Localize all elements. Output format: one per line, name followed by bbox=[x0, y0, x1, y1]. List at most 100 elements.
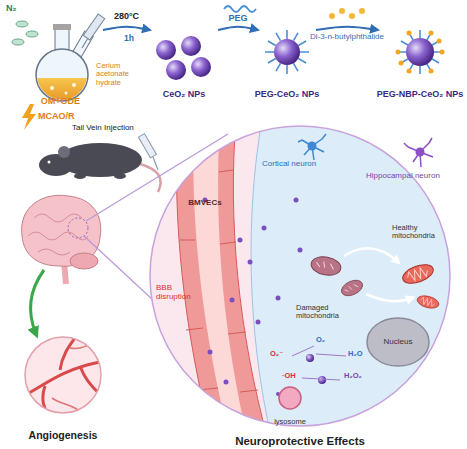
node-label: lysosome bbox=[274, 418, 306, 426]
damaged-mitochondrion bbox=[339, 277, 365, 299]
syringe bbox=[138, 134, 156, 158]
annotation-label: Cortical neuron bbox=[262, 160, 316, 169]
node-label: Nucleus bbox=[384, 338, 413, 347]
healthy-mitochondrion bbox=[416, 294, 441, 311]
mitochondrion bbox=[400, 261, 436, 287]
annotation-label: Hippocampal neuron bbox=[366, 172, 440, 181]
annotation-label: H₂O bbox=[348, 350, 363, 358]
vessel-wall bbox=[176, 120, 268, 440]
particle bbox=[166, 60, 186, 80]
node-shape bbox=[150, 126, 450, 426]
nbp-dot bbox=[339, 8, 345, 14]
flask-node: OM+ODE bbox=[18, 10, 103, 107]
edge-label: Di-3-n-butylphthalide bbox=[310, 33, 384, 42]
cortical-neuron-icon bbox=[298, 134, 326, 160]
needle bbox=[153, 157, 158, 170]
nbp-dot bbox=[329, 13, 335, 19]
nbp-dot bbox=[349, 13, 355, 19]
mouse-ear bbox=[58, 146, 70, 158]
nbp-nanoparticle: PEG-NBP-CeO₂ NPs bbox=[378, 22, 462, 100]
dendrites bbox=[298, 134, 326, 160]
node-label: BMVECs bbox=[188, 199, 221, 208]
nanoparticle bbox=[318, 376, 326, 384]
annotation-label: Healthy mitochondria bbox=[392, 224, 450, 241]
angiogenesis-circle: Angiogenesis bbox=[15, 337, 111, 442]
annotation-label: MCAO/R bbox=[38, 112, 75, 122]
annotation-label: N₂ bbox=[6, 4, 17, 14]
mouse-eye bbox=[48, 161, 51, 164]
nbp-dot bbox=[399, 61, 404, 66]
mitochondrion bbox=[339, 277, 365, 299]
bubble bbox=[50, 86, 54, 90]
nbp-dot bbox=[359, 8, 365, 14]
peg-particle bbox=[265, 30, 309, 74]
ceo2-particles bbox=[156, 36, 211, 80]
vessels bbox=[25, 338, 101, 414]
edge-label: 280°C bbox=[114, 12, 139, 22]
cerebellum bbox=[70, 253, 98, 269]
repair-arrow bbox=[344, 248, 398, 262]
stopper bbox=[53, 24, 71, 30]
brain bbox=[22, 195, 101, 284]
syringe bbox=[83, 14, 104, 40]
peg-nanoparticle: PEG-CeO₂ NPs bbox=[258, 22, 316, 100]
nbp-dots bbox=[329, 8, 365, 19]
nanoparticle bbox=[262, 226, 267, 231]
particle bbox=[156, 40, 176, 60]
cell-junctions bbox=[179, 170, 258, 392]
lysosome-shape: lysosome bbox=[262, 386, 318, 426]
nbp-dot bbox=[407, 69, 412, 74]
node-label: PEG-NBP-CeO₂ NPs bbox=[377, 90, 464, 100]
repair-arrow bbox=[366, 294, 412, 301]
dendrites bbox=[404, 138, 433, 167]
node-outline bbox=[15, 337, 111, 442]
soma bbox=[416, 148, 425, 157]
nanoparticle bbox=[276, 296, 281, 301]
node-shape bbox=[367, 318, 429, 366]
nucleus-shape: Nucleus bbox=[366, 316, 430, 368]
particle bbox=[406, 38, 434, 66]
flask-bulb bbox=[36, 49, 88, 101]
soma bbox=[308, 142, 317, 151]
damaged-mitochondrion bbox=[310, 255, 343, 278]
node-label: Angiogenesis bbox=[29, 430, 98, 442]
process-arrow bbox=[316, 27, 378, 30]
node-label: Neuroprotective Effects bbox=[235, 435, 365, 448]
new-vessels bbox=[52, 340, 95, 410]
nanoparticle-group: CeO₂ NPs bbox=[150, 22, 218, 100]
broken-cristae bbox=[316, 260, 335, 269]
peg-chains bbox=[265, 30, 309, 74]
mouse-foot bbox=[74, 173, 86, 179]
edge-label: PEG bbox=[228, 14, 247, 24]
vessel-lumen bbox=[193, 120, 248, 440]
particle bbox=[181, 36, 201, 56]
nitrogen-molecules bbox=[12, 21, 38, 45]
nanoparticle bbox=[238, 238, 243, 243]
nanoparticle bbox=[230, 298, 235, 303]
reaction-flask bbox=[36, 14, 105, 101]
angiogenesis-fill bbox=[25, 337, 101, 413]
particle bbox=[191, 57, 211, 77]
annotation-label: ·OH bbox=[282, 372, 296, 380]
annotation-label: H₂O₂ bbox=[344, 372, 362, 380]
vessel-band: BMVECs bbox=[180, 196, 230, 210]
brain-folds bbox=[28, 214, 88, 255]
needle bbox=[82, 38, 88, 48]
nbp-dot bbox=[429, 69, 434, 74]
gas-molecule bbox=[26, 31, 38, 37]
bubble bbox=[65, 92, 68, 95]
peg-nbp-particle bbox=[396, 30, 445, 74]
mitochondrion bbox=[416, 294, 441, 311]
cristae bbox=[406, 266, 429, 283]
annotation-label: O₂⁻ bbox=[270, 350, 283, 358]
bubble bbox=[72, 83, 76, 87]
annotation-label: Damaged mitochondria bbox=[296, 304, 354, 321]
annotation-label: Cerium acetonate hydrate bbox=[96, 62, 150, 87]
reaction-lines bbox=[292, 346, 346, 380]
particle bbox=[274, 39, 300, 65]
green-arrow bbox=[31, 270, 44, 334]
nanoparticle bbox=[294, 198, 299, 203]
process-arrow bbox=[218, 27, 258, 30]
annotation-label: BBB disruption bbox=[156, 284, 200, 302]
